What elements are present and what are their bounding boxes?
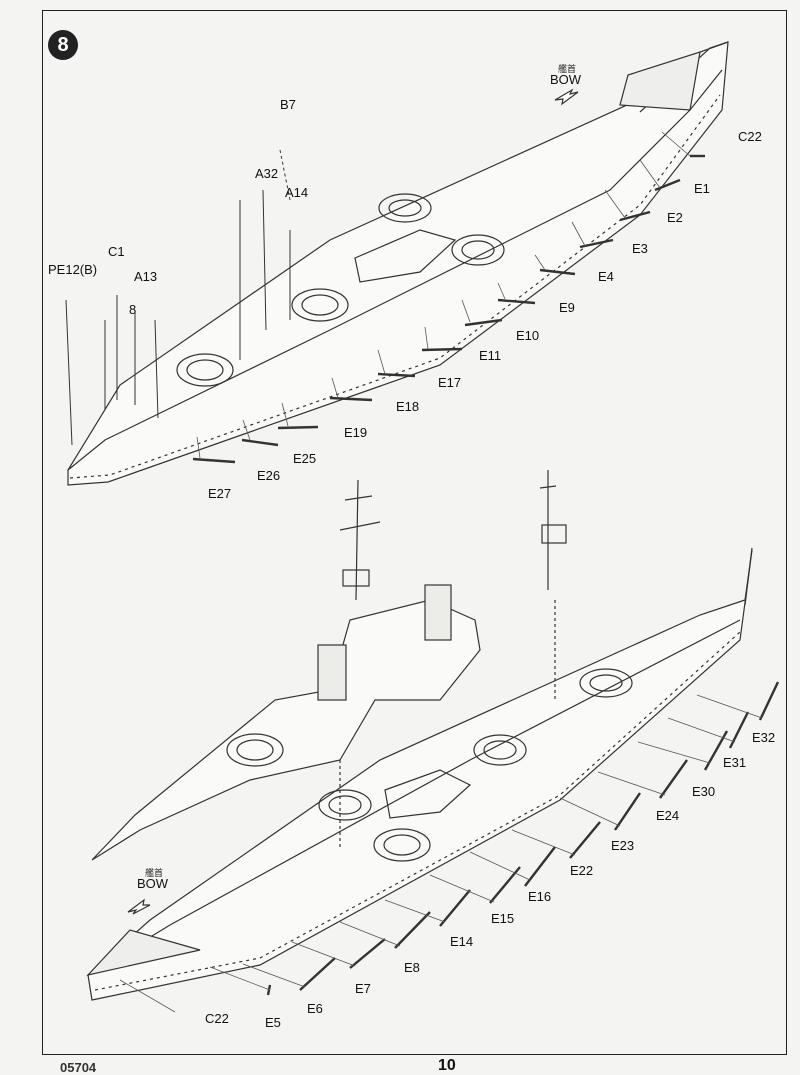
part-label-E32: E32 — [752, 730, 776, 745]
part-label-E24: E24 — [656, 808, 680, 823]
part-label-E30: E30 — [692, 784, 716, 799]
bow-label-lower: BOW — [137, 876, 169, 891]
part-label-E8: E8 — [404, 960, 420, 975]
part-label-E31: E31 — [723, 755, 747, 770]
upper-leader-lines — [196, 131, 691, 459]
part-label-E22: E22 — [570, 863, 594, 878]
part-label-E3: E3 — [632, 241, 648, 256]
page-frame — [42, 10, 787, 1055]
part-label-C1: C1 — [108, 244, 125, 259]
part-label-E27: E27 — [208, 486, 232, 501]
part-label-E15: E15 — [491, 911, 515, 926]
part-label-B7: B7 — [280, 97, 296, 112]
part-label-A14: A14 — [285, 185, 309, 200]
lower-turret-rings — [318, 668, 633, 862]
step-number-badge: 8 — [48, 30, 78, 60]
part-label-E9: E9 — [559, 300, 575, 315]
part-label-E10: E10 — [516, 328, 540, 343]
part-label-E11: E11 — [479, 348, 502, 363]
part-label-E23: E23 — [611, 838, 635, 853]
part-label-E26: E26 — [257, 468, 281, 483]
part-label-A32: A32 — [255, 166, 279, 181]
part-label-A13: A13 — [134, 269, 158, 284]
upper-part-pointers — [65, 149, 291, 446]
part-label-E2: E2 — [667, 210, 683, 225]
part-label-E14: E14 — [450, 934, 474, 949]
upper-hull — [67, 41, 729, 486]
part-label-PE12B: PE12(B) — [48, 262, 98, 277]
part-label-E5: E5 — [265, 1015, 281, 1030]
part-label-C22-lower: C22 — [205, 1011, 229, 1026]
upper-side-parts — [192, 154, 705, 464]
part-label-E6: E6 — [307, 1001, 323, 1016]
bow-arrow-upper — [554, 88, 579, 106]
part-label-E25: E25 — [293, 451, 317, 466]
part-label-E19: E19 — [344, 425, 368, 440]
bow-label-cn-upper: 艦首 — [558, 64, 577, 74]
part-label-E1: E1 — [694, 181, 710, 196]
part-label-E4: E4 — [598, 269, 614, 284]
part-label-E17: E17 — [438, 375, 462, 390]
page-number: 10 — [438, 1057, 456, 1074]
superstructure-assembly — [91, 470, 753, 861]
upper-turret-rings — [176, 193, 505, 387]
catalog-number: 05704 — [60, 1060, 97, 1075]
part-label-E18: E18 — [396, 399, 420, 414]
part-label-C22-upper: C22 — [738, 129, 762, 144]
part-label-8: 8 — [129, 302, 137, 317]
bow-label-upper: BOW — [550, 72, 582, 87]
part-label-E16: E16 — [528, 889, 552, 904]
part-label-E7: E7 — [355, 981, 371, 996]
lower-leader-lines — [119, 694, 763, 1013]
bow-arrow-lower — [127, 898, 151, 915]
bow-label-cn-lower: 艦首 — [145, 868, 164, 878]
